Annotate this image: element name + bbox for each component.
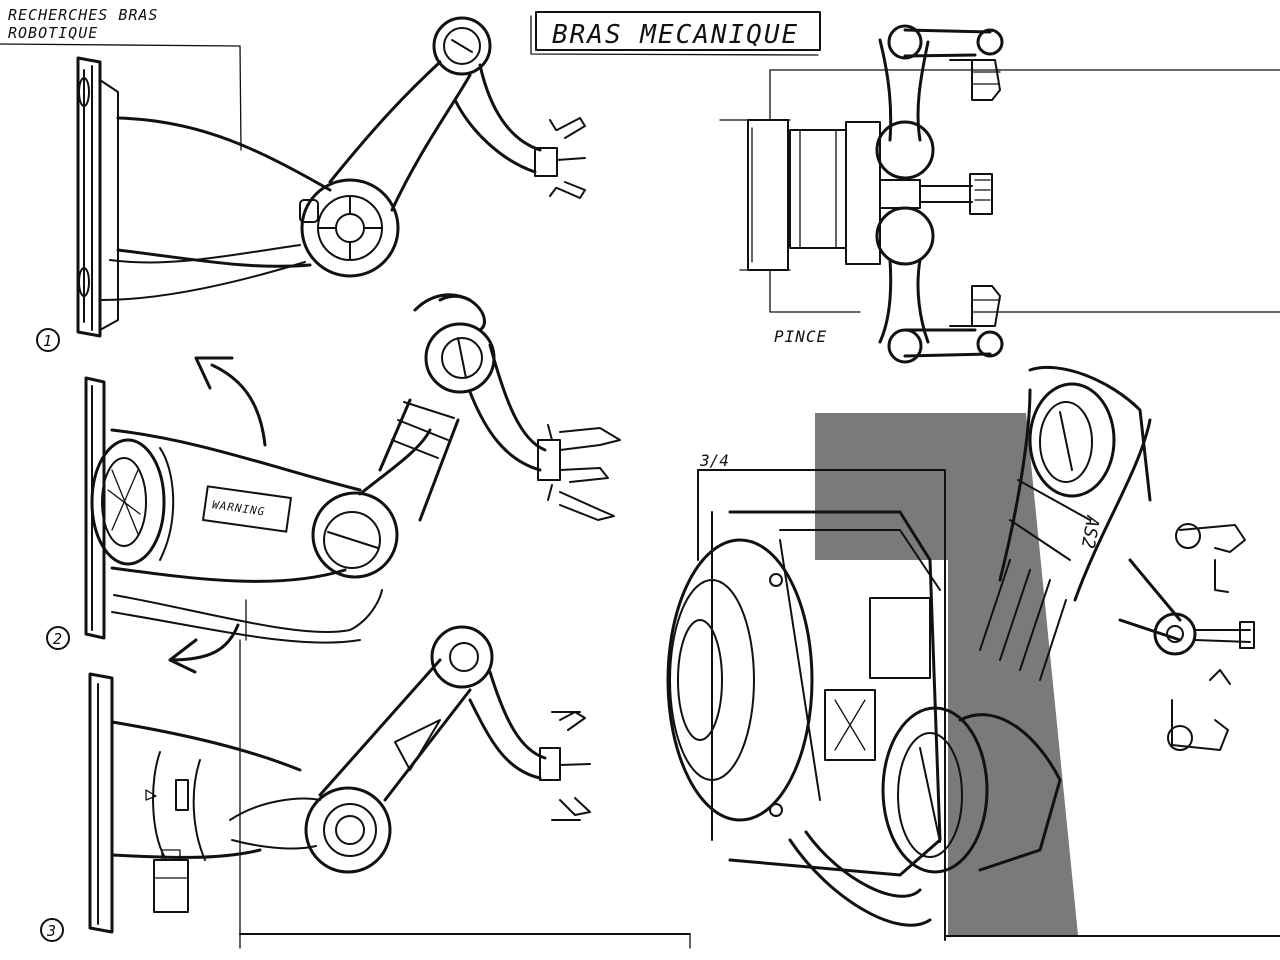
title-frame: [535, 11, 821, 51]
header-note: RECHERCHES BRAS ROBOTIQUE: [0, 6, 242, 151]
arm-sketch-2: WARNING 2: [46, 293, 621, 650]
header-note-line-2: ROBOTIQUE: [8, 24, 98, 42]
arm-sketch-1: 1: [36, 16, 586, 352]
header-frame-line: [0, 43, 242, 151]
title-frame-shadow: [530, 15, 819, 56]
step-number-3: 3: [46, 922, 56, 940]
three-quarter-view-sketch: 3/4 AS2: [666, 365, 1255, 941]
shadow-panel: [815, 413, 1078, 935]
guide-lines: [239, 69, 1280, 949]
arm-sketch-3: 3: [40, 625, 591, 942]
title-box: BRAS MECANIQUE: [530, 11, 821, 56]
header-note-line-1: RECHERCHES BRAS: [8, 6, 158, 24]
arm-mark: AS2: [1077, 513, 1104, 550]
page-title: BRAS MECANIQUE: [552, 20, 799, 50]
arrow-down: [168, 623, 240, 674]
arrow-up: [194, 356, 267, 447]
warning-label: WARNING: [211, 498, 266, 518]
view-label: 3/4: [699, 451, 729, 470]
pince-label: PINCE: [774, 327, 827, 346]
step-number-1: 1: [43, 332, 52, 350]
step-number-2: 2: [53, 630, 62, 648]
top-view-sketch: PINCE: [719, 24, 1004, 364]
